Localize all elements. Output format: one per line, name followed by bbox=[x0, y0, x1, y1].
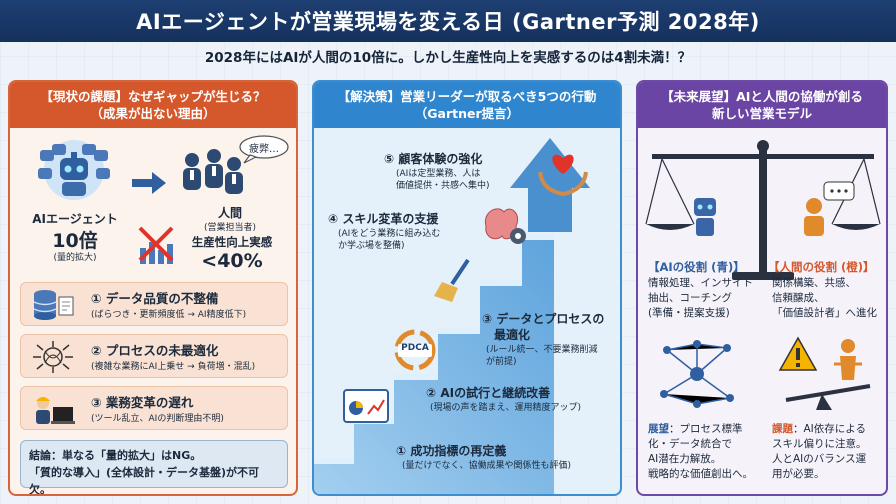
database-icon bbox=[33, 290, 74, 320]
current-issues-header: 【現状の課題】なぜギャップが生じる？ （成果が出ない理由） bbox=[10, 82, 296, 128]
human-role-line3: 「価値設計者」へ進化 bbox=[772, 307, 877, 319]
dashboard-icon bbox=[343, 389, 389, 423]
balance-scale-icon bbox=[645, 140, 881, 280]
productivity-label: 生産性向上実感 bbox=[191, 235, 273, 249]
future-outlook-title: 【未来展望】AIと人間の協働が創る bbox=[661, 89, 863, 104]
declining-chart-icon bbox=[138, 226, 174, 264]
human-role-line2: 信頼醸成、 bbox=[772, 292, 825, 304]
caution-rest: ：AI依存による bbox=[793, 423, 866, 435]
future-outlook-panel: 【未来展望】AIと人間の協働が創る 新しい営業モデル 【AIの役割 (青)】 情… bbox=[636, 80, 888, 496]
human-role-line1: 関係構築、共感、 bbox=[772, 277, 856, 289]
heart-hands-icon bbox=[538, 154, 588, 197]
warning-balance-icon bbox=[778, 336, 871, 410]
future-outlook-subtitle: 新しい営業モデル bbox=[711, 106, 812, 121]
fatigue-bubble: 疲弊… bbox=[249, 144, 279, 155]
page-title: AIエージェントが営業現場を変える日 (Gartner予測 2028年) bbox=[136, 10, 760, 34]
worker-laptop-icon bbox=[36, 397, 75, 424]
speech-bubble-shape bbox=[239, 135, 289, 164]
ai-role-line2: 抽出、コーチング bbox=[648, 292, 732, 304]
step5-desc2: 価値提供・共感へ集中) bbox=[396, 181, 490, 191]
human-label: 人間 bbox=[217, 206, 242, 220]
current-issues-panel: 【現状の課題】なぜギャップが生じる？ （成果が出ない理由） AIエージェント 1… bbox=[8, 80, 298, 496]
step5-title: ⑤ 顧客体験の強化 bbox=[384, 152, 483, 166]
solutions-title: 【解決策】営業リーダーが取るべき5つの行動 bbox=[337, 89, 597, 104]
solutions-subtitle: （Gartner提言） bbox=[414, 106, 520, 121]
conclusion-box: 結論：単なる「量的拡大」はNG。 「質的な導入」(全体設計・データ基盤)が不可欠… bbox=[20, 440, 288, 494]
solutions-panel: 【解決策】営業リーダーが取るべき5つの行動 （Gartner提言） PDCA bbox=[312, 80, 622, 496]
step2-title: ② AIの試行と継続改善 bbox=[426, 386, 551, 400]
pdca-cycle-icon bbox=[394, 329, 436, 371]
step3-title: ③ データとプロセスの bbox=[482, 312, 605, 326]
issue-card-process: ② プロセスの未最適化 (複雑な業務にAI上乗せ → 負荷増・混乱) bbox=[20, 334, 288, 378]
step5-desc1: (AIは定型業務、人は bbox=[396, 169, 481, 179]
step4-desc1: (AIをどう業務に組み込む bbox=[338, 229, 441, 239]
network-icon bbox=[660, 340, 734, 408]
current-issues-title: 【現状の課題】なぜギャップが生じる？ bbox=[40, 89, 266, 104]
caution-line1: 課題：AI依存による bbox=[772, 422, 866, 437]
broom-icon bbox=[434, 258, 470, 302]
conclusion-line2: 「質的な導入」(全体設計・データ基盤)が不可欠。 bbox=[29, 466, 260, 496]
title-bar: AIエージェントが営業現場を変える日 (Gartner予測 2028年) bbox=[0, 0, 896, 42]
caution-line2: スキル偏りに注意。 bbox=[772, 438, 867, 450]
outlook-line4: 戦略的な価値創出へ。 bbox=[648, 468, 753, 480]
right-arrow-icon bbox=[132, 172, 166, 194]
productivity-value: <40% bbox=[201, 250, 263, 272]
outlook-line1: 展望：プロセス標準 bbox=[648, 422, 743, 437]
issue-desc: (複雑な業務にAI上乗せ → 負荷増・混乱) bbox=[91, 362, 256, 372]
outlook-line2: 化・データ統合で bbox=[648, 438, 732, 450]
pdca-label: PDCA bbox=[401, 343, 429, 353]
step3-title2: 最適化 bbox=[494, 328, 531, 342]
issue-title: ② プロセスの未最適化 bbox=[91, 343, 219, 358]
subtitle: 2028年にはAIが人間の10倍に。しかし生産性向上を実感するのは4割未満！？ bbox=[204, 50, 692, 66]
caution-line4: 用が必要。 bbox=[772, 468, 825, 480]
issue-title: ① データ品質の不整備 bbox=[91, 291, 219, 306]
step3-desc1: (ルール統一、不要業務削減 bbox=[486, 345, 598, 355]
solutions-header: 【解決策】営業リーダーが取るべき5つの行動 （Gartner提言） bbox=[314, 82, 620, 128]
ai-role-line3: (準備・提案支援) bbox=[648, 307, 730, 319]
human-sub: (営業担当者) bbox=[203, 223, 257, 233]
step1-desc1: (量だけでなく、協働成果や関係性も評価) bbox=[402, 461, 572, 471]
future-outlook-header: 【未来展望】AIと人間の協働が創る 新しい営業モデル bbox=[638, 82, 886, 128]
step2-desc1: (現場の声を踏まえ、運用精度アップ) bbox=[430, 403, 582, 413]
caution-label: 課題 bbox=[772, 423, 793, 435]
human-role-title: 【人間の役割 (橙)】 bbox=[768, 260, 875, 274]
outlook-label: 展望 bbox=[648, 423, 669, 435]
issue-desc: (ツール乱立、AIの判断理由不明) bbox=[91, 414, 224, 424]
robot-group-icon bbox=[38, 140, 110, 200]
outlook-rest: ：プロセス標準 bbox=[669, 423, 743, 435]
issue-desc: (ばらつき・更新頻度低 → AI精度低下) bbox=[91, 310, 247, 320]
outlook-line3: AI潜在力解放。 bbox=[648, 453, 722, 465]
issue-card-data-quality: ① データ品質の不整備 (ばらつき・更新頻度低 → AI精度低下) bbox=[20, 282, 288, 326]
step4-title: ④ スキル変革の支援 bbox=[328, 212, 439, 226]
step4-desc2: か学ぶ場を整備) bbox=[338, 241, 405, 251]
ai-role-line1: 情報処理、インサイト bbox=[648, 277, 753, 289]
current-issues-subtitle: （成果が出ない理由） bbox=[90, 106, 216, 121]
ai-agent-label: AIエージェント bbox=[32, 212, 118, 226]
brain-gear-icon bbox=[484, 208, 526, 244]
issue-card-transformation: ③ 業務変革の遅れ (ツール乱立、AIの判断理由不明) bbox=[20, 386, 288, 430]
tired-workers-icon bbox=[183, 149, 243, 194]
ai-role-title: 【AIの役割 (青)】 bbox=[648, 260, 745, 274]
tangled-process-icon bbox=[33, 341, 73, 373]
ai-agent-sub: (量的拡大) bbox=[53, 253, 97, 263]
caution-line3: 人とAIのバランス運 bbox=[772, 453, 867, 465]
step1-title: ① 成功指標の再定義 bbox=[396, 444, 507, 458]
ai-agent-value: 10倍 bbox=[52, 230, 98, 252]
issue-title: ③ 業務変革の遅れ bbox=[91, 395, 194, 410]
step3-desc2: が前提) bbox=[486, 357, 517, 367]
conclusion-line1: 結論：単なる「量的拡大」はNG。 bbox=[29, 449, 202, 462]
